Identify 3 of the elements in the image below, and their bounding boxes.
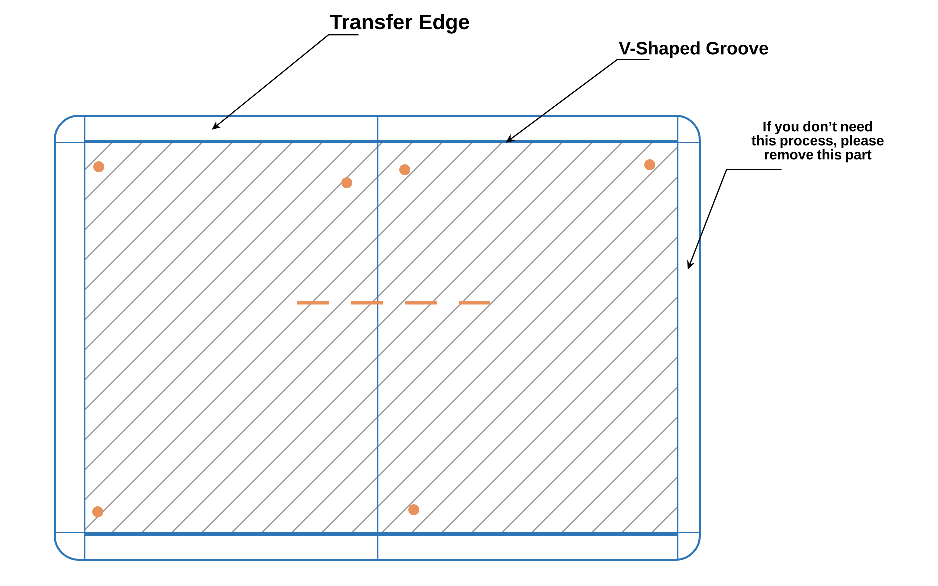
callout-text: Transfer Edge	[330, 14, 470, 34]
callout-text: V-Shaped Groove	[619, 42, 768, 58]
callout-text: If you don’t need this process, please remove this part	[752, 121, 884, 163]
